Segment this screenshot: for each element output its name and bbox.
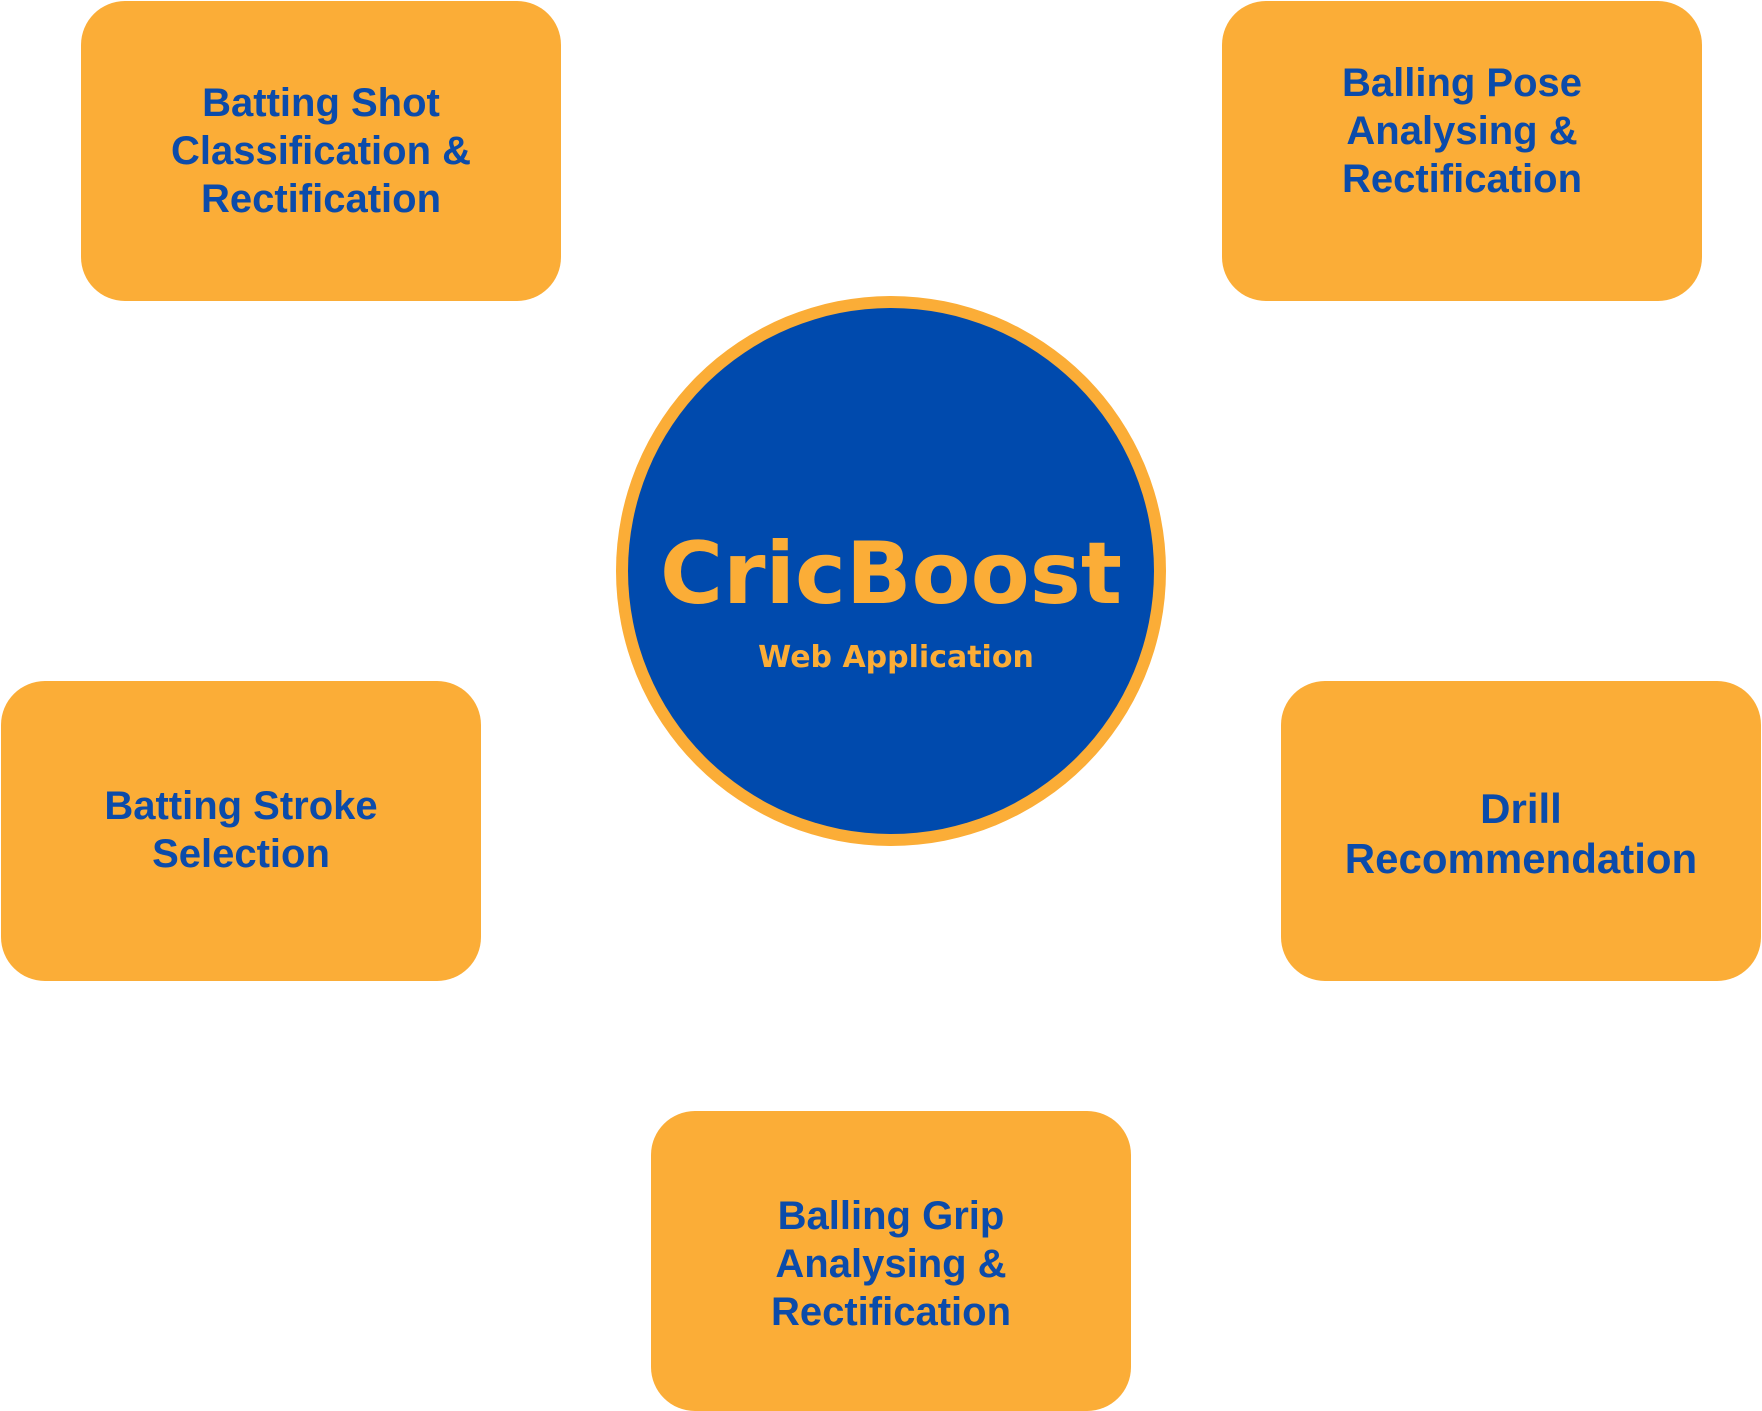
module-balling-grip-box: Balling Grip Analysing & Rectification [651,1111,1131,1411]
module-drill-label: Drill Recommendation [1344,785,1698,882]
module-drill-box: Drill Recommendation [1281,681,1761,981]
module-balling-pose-label: Balling Pose Analysing & Rectification [1341,61,1583,201]
module-balling-grip-label: Balling Grip Analysing & Rectification [770,1194,1012,1334]
module-batting-shot-box: Batting Shot Classification & Rectificat… [81,1,561,301]
module-batting-stroke-label: Batting Stroke Selection [104,784,378,876]
center-hub-subtitle: Web Application [758,640,1034,675]
module-batting-shot-label: Batting Shot Classification & Rectificat… [170,81,472,221]
module-balling-pose-box: Balling Pose Analysing & Rectification [1222,1,1702,301]
center-hub-inner: CricBoost Web Application [628,308,1154,834]
module-batting-stroke-box: Batting Stroke Selection [1,681,481,981]
center-hub-circle: CricBoost Web Application [616,296,1166,846]
center-hub-title: CricBoost [660,524,1122,624]
